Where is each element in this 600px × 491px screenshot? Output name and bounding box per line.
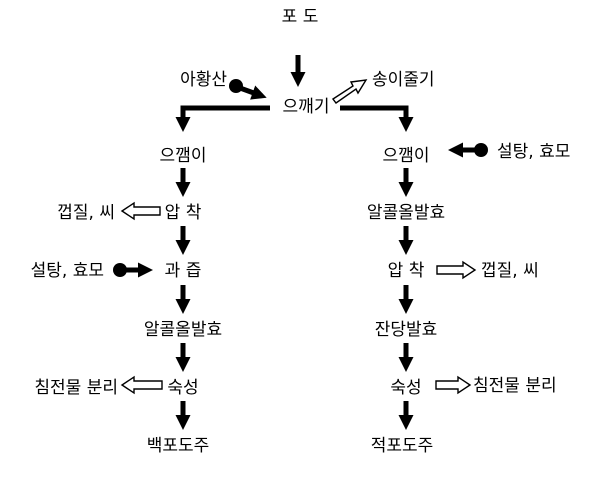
stems-label: 송이줄기 [372, 70, 435, 90]
white-sugar-label: 설탕, 효모 [30, 261, 104, 281]
branch-left-line [175, 105, 270, 132]
red-skins-label: 껍질, 씨 [481, 261, 539, 281]
white-press-label: 압 착 [164, 203, 202, 223]
white-skins-label: 껍질, 씨 [57, 203, 115, 223]
crushing-label: 으깨기 [282, 97, 330, 117]
red-aging-label: 숙성 [390, 378, 422, 398]
arrow-red-sediment-out [435, 375, 472, 395]
arrow-sulfite-in [239, 85, 267, 100]
red-crushed-label: 으깸이 [382, 146, 430, 166]
white-alcohol-label: 알콜올발효 [143, 320, 223, 340]
branch-right-line [340, 105, 414, 132]
grape-label: 포 도 [281, 7, 319, 27]
white-aging-label: 숙성 [167, 378, 199, 398]
white-juice-label: 과 즙 [164, 261, 202, 281]
red-sugar-label: 설탕, 효모 [497, 142, 571, 162]
red-alcohol-label: 알콜올발효 [366, 203, 446, 223]
white-crushed-label: 으깸이 [159, 146, 207, 166]
arrow-white-skins-out [120, 201, 161, 221]
arrow-red-skins-out [436, 260, 477, 280]
white-sugar-dot [113, 263, 127, 277]
red-sediment-label: 침전물 분리 [473, 376, 557, 396]
red-residual-label: 잔당발효 [374, 320, 438, 340]
sulfite-label: 아황산 [180, 70, 227, 90]
red-press-label: 압 착 [387, 261, 425, 281]
arrow-stems-out [331, 79, 368, 104]
arrow-white-sediment-out [120, 375, 163, 395]
white-wine-label: 백포도주 [146, 436, 210, 456]
red-wine-label: 적포도주 [370, 436, 434, 456]
white-sediment-label: 침전물 분리 [34, 378, 118, 398]
red-sugar-dot [474, 143, 488, 157]
